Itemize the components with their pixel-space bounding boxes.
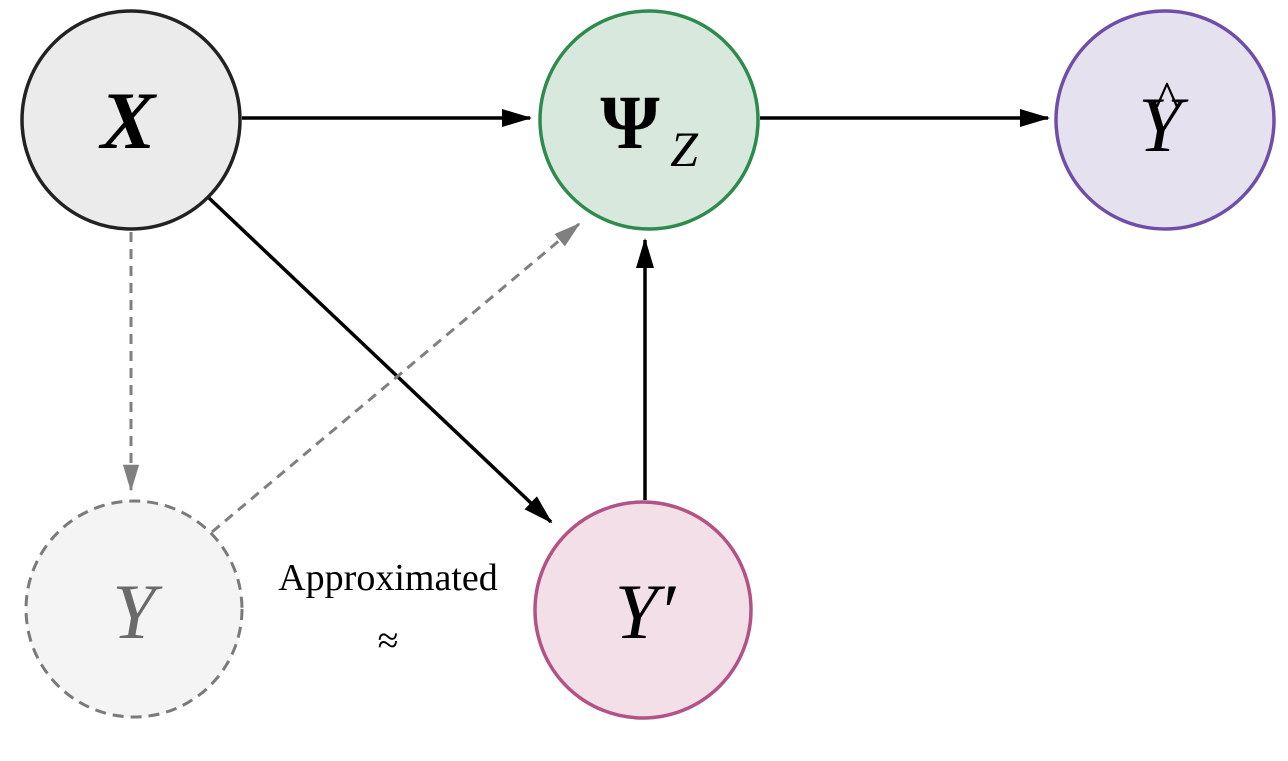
node-yhat-label: Y xyxy=(1138,81,1189,168)
node-yprime-label: Y′ xyxy=(615,568,677,655)
edge-x-to-yprime xyxy=(207,196,553,524)
node-x-label: X xyxy=(98,75,158,166)
node-yhat-circle xyxy=(1054,9,1276,231)
approx-symbol: ≈ xyxy=(378,620,399,662)
node-psi: Ψ Z xyxy=(538,9,760,231)
edge-y-to-psi-dashed xyxy=(211,222,581,534)
node-y-circle xyxy=(24,499,244,719)
node-yprime: Y′ xyxy=(533,500,753,720)
node-yprime-circle xyxy=(533,500,753,720)
node-psi-subscript: Z xyxy=(670,121,699,177)
node-psi-label: Ψ xyxy=(600,81,659,165)
node-x-circle xyxy=(20,9,242,231)
node-psi-circle xyxy=(538,9,760,231)
node-y-label: Y xyxy=(112,568,163,655)
node-y: Y xyxy=(24,499,244,719)
node-yhat-hat: ^ xyxy=(1155,72,1179,129)
node-x: X xyxy=(20,9,242,231)
node-yhat: Y ^ xyxy=(1054,9,1276,231)
approximated-label: Approximated xyxy=(278,557,498,599)
